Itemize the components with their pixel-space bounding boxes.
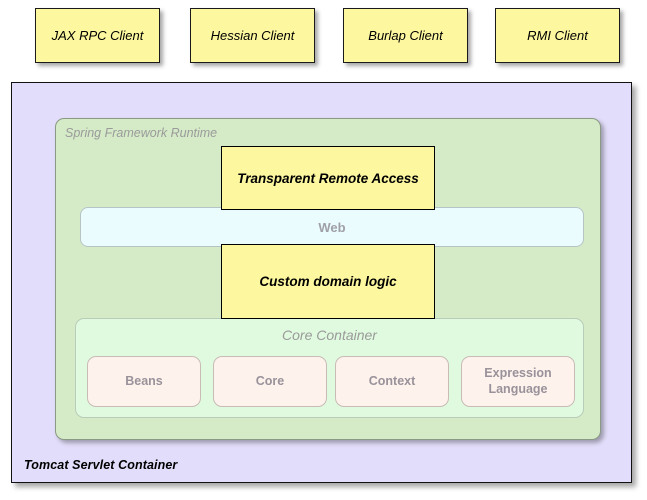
core-module-context[interactable]: Context <box>335 356 449 407</box>
spring-framework-runtime-label: Spring Framework Runtime <box>65 126 218 140</box>
core-module-label: Core <box>255 373 285 388</box>
core-module-label: Context <box>368 373 416 388</box>
client-box-hessian[interactable]: Hessian Client <box>190 8 315 63</box>
custom-domain-logic-label: Custom domain logic <box>259 274 397 289</box>
custom-domain-logic-box[interactable]: Custom domain logic <box>221 244 435 319</box>
web-layer-label: Web <box>318 219 346 235</box>
transparent-remote-access-label: Transparent Remote Access <box>237 170 419 186</box>
client-box-label: RMI Client <box>527 28 588 43</box>
client-box-burlap[interactable]: Burlap Client <box>343 8 468 63</box>
core-module-core[interactable]: Core <box>213 356 327 407</box>
core-module-expression-language[interactable]: Expression Language <box>461 356 575 407</box>
core-container-title: Core Container <box>282 327 377 343</box>
client-box-rmi[interactable]: RMI Client <box>495 8 620 63</box>
client-box-jax-rpc[interactable]: JAX RPC Client <box>35 8 160 63</box>
transparent-remote-access-box[interactable]: Transparent Remote Access <box>221 146 435 210</box>
core-module-label: Expression Language <box>484 365 552 396</box>
core-module-label: Beans <box>125 373 163 388</box>
client-box-label: Burlap Client <box>368 28 443 43</box>
client-box-label: Hessian Client <box>210 28 295 43</box>
core-module-beans[interactable]: Beans <box>87 356 201 407</box>
tomcat-servlet-container-label: Tomcat Servlet Container <box>24 458 178 472</box>
core-container-panel: Core Container Beans Core Context Expres… <box>75 318 584 418</box>
web-layer-panel: Web <box>80 207 584 247</box>
client-box-label: JAX RPC Client <box>51 28 144 43</box>
